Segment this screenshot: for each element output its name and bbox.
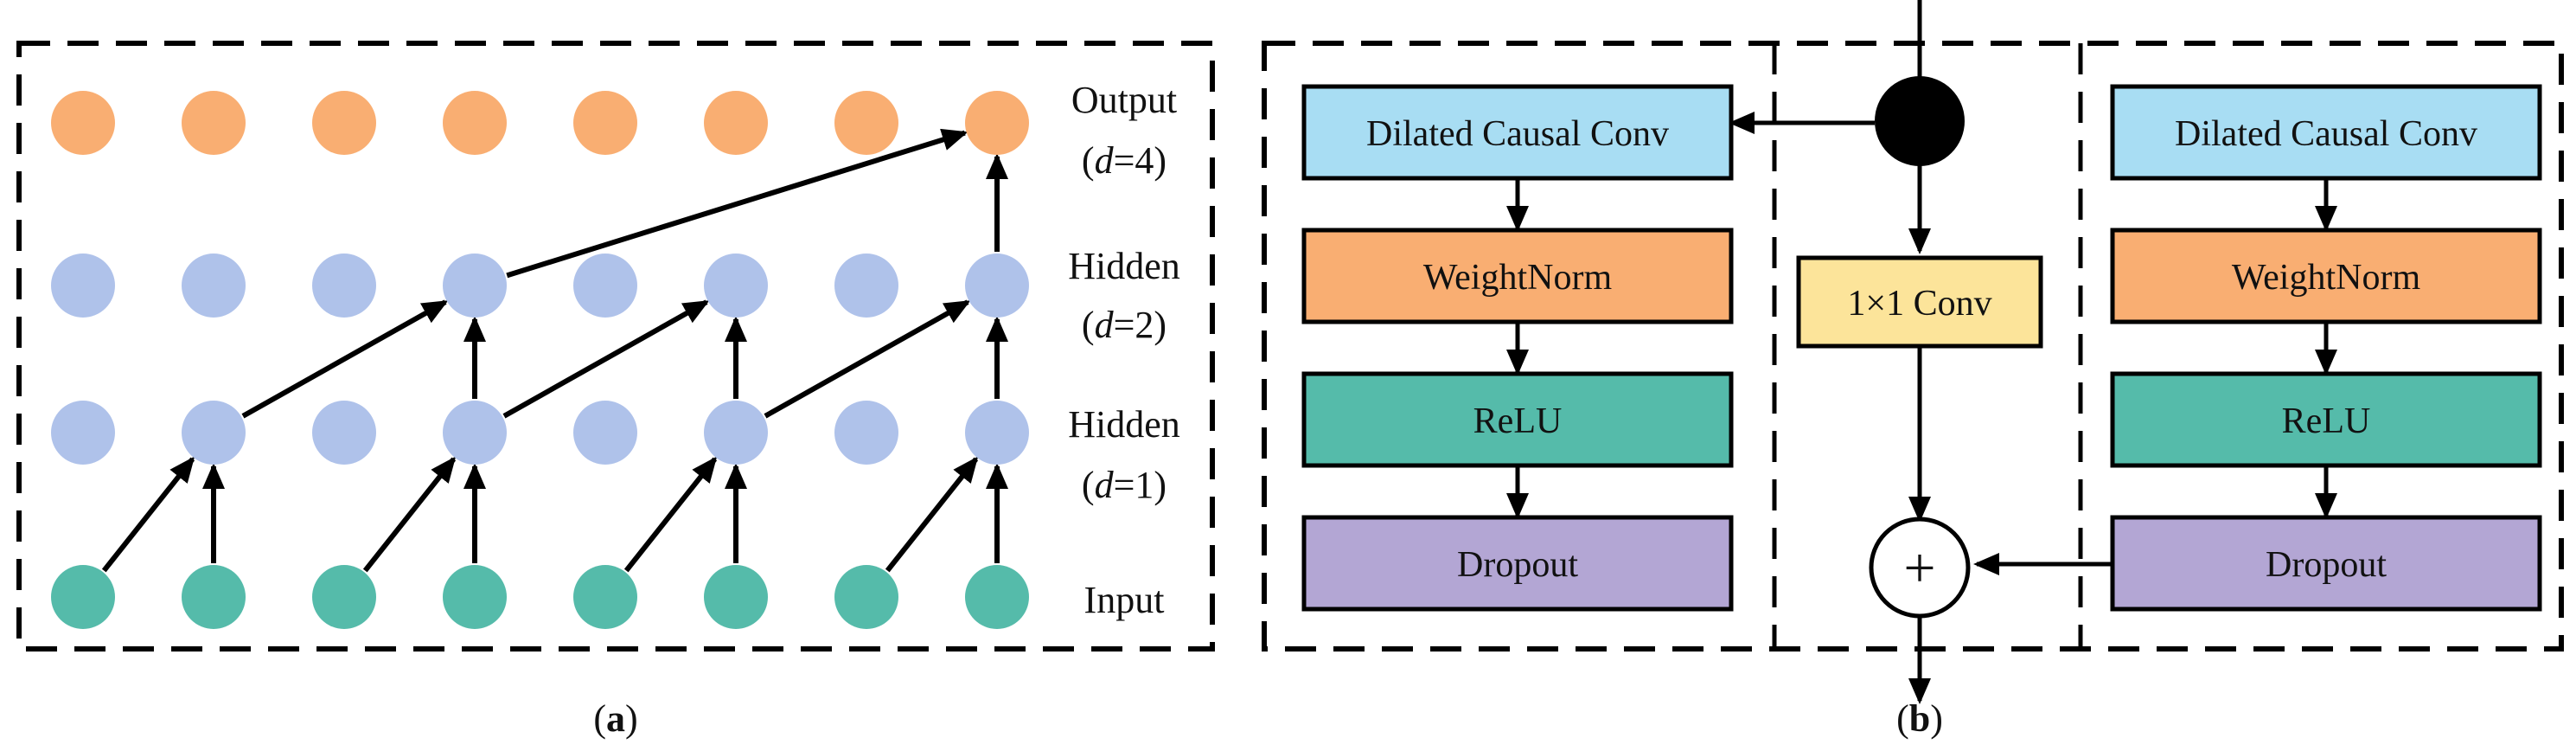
sum-symbol: + bbox=[1903, 536, 1935, 600]
dilation-symbol: d bbox=[1095, 464, 1115, 506]
panel-b-caption: (b) bbox=[1896, 697, 1943, 740]
dilation-value: =1 bbox=[1114, 464, 1154, 506]
input-node-4 bbox=[443, 565, 507, 629]
branch-node bbox=[1875, 76, 1965, 166]
output-node-1 bbox=[51, 91, 115, 155]
dilation-value: =4 bbox=[1114, 139, 1154, 182]
arrow-input-7-to-hidden1-8 bbox=[885, 456, 979, 573]
input-node-1 bbox=[51, 565, 115, 629]
arrow-input-1-to-hidden1-2 bbox=[101, 456, 195, 573]
right-relu-label: ReLU bbox=[2282, 401, 2371, 441]
paren-close: ) bbox=[1154, 464, 1167, 506]
left-relu-label: ReLU bbox=[1473, 401, 1563, 441]
left-weightnorm-label: WeightNorm bbox=[1423, 258, 1613, 298]
input-label: Input bbox=[1084, 579, 1165, 621]
input-node-6 bbox=[704, 565, 768, 629]
hidden2-label: Hidden bbox=[1068, 245, 1180, 287]
panel-b-frame bbox=[1262, 41, 2564, 652]
hidden2-node-4 bbox=[443, 254, 507, 318]
left-dropout-box bbox=[1301, 515, 1734, 612]
paren-close: ) bbox=[1154, 304, 1167, 346]
dilation-symbol: d bbox=[1095, 304, 1115, 346]
skip-conv-box bbox=[1796, 255, 2043, 349]
output-dilation-label: (d=4) bbox=[1082, 139, 1167, 182]
hidden1-label: Hidden bbox=[1068, 403, 1180, 446]
input-node-5 bbox=[573, 565, 637, 629]
hidden1-node-2 bbox=[182, 401, 246, 465]
right-dilated-causal-conv-box bbox=[2110, 84, 2542, 181]
right-relu-box bbox=[2110, 371, 2542, 468]
output-node-4 bbox=[443, 91, 507, 155]
left-dropout-label: Dropout bbox=[1457, 545, 1578, 585]
arrow-hidden1-6-to-hidden2-8 bbox=[764, 299, 971, 419]
input-node-3 bbox=[312, 565, 376, 629]
hidden2-node-7 bbox=[834, 254, 898, 318]
panel-b-caption-letter: b bbox=[1909, 697, 1930, 740]
paren-open: ( bbox=[1082, 304, 1095, 346]
panel-a-frame bbox=[16, 41, 1215, 652]
paren-close: ) bbox=[1154, 139, 1167, 182]
hidden2-node-5 bbox=[573, 254, 637, 318]
output-node-3 bbox=[312, 91, 376, 155]
hidden1-node-3 bbox=[312, 401, 376, 465]
input-node-7 bbox=[834, 565, 898, 629]
arrow-hidden2-4-to-output-8 bbox=[506, 128, 968, 279]
hidden2-node-3 bbox=[312, 254, 376, 318]
hidden1-dilation-label: (d=1) bbox=[1082, 464, 1167, 506]
hidden1-node-1 bbox=[51, 401, 115, 465]
dilation-value: =2 bbox=[1114, 304, 1154, 346]
hidden2-node-2 bbox=[182, 254, 246, 318]
panel-a-connections bbox=[101, 128, 1008, 573]
hidden1-node-6 bbox=[704, 401, 768, 465]
hidden2-dilation-label: (d=2) bbox=[1082, 304, 1167, 346]
right-weightnorm-label: WeightNorm bbox=[2232, 258, 2421, 298]
output-node-8 bbox=[965, 91, 1029, 155]
hidden2-node-8 bbox=[965, 254, 1029, 318]
hidden2-node-1 bbox=[51, 254, 115, 318]
dilation-symbol: d bbox=[1095, 139, 1115, 182]
output-node-2 bbox=[182, 91, 246, 155]
sum-node bbox=[1869, 517, 1971, 619]
input-node-2 bbox=[182, 565, 246, 629]
arrow-hidden1-4-to-hidden2-6 bbox=[502, 299, 710, 419]
left-dilated-causal-conv-label: Dilated Causal Conv bbox=[1366, 114, 1669, 154]
hidden1-node-4 bbox=[443, 401, 507, 465]
right-dropout-box bbox=[2110, 515, 2542, 612]
hidden2-node-6 bbox=[704, 254, 768, 318]
paren-open: ( bbox=[1082, 139, 1095, 182]
hidden1-node-5 bbox=[573, 401, 637, 465]
output-label: Output bbox=[1071, 79, 1177, 121]
output-node-5 bbox=[573, 91, 637, 155]
arrow-input-5-to-hidden1-6 bbox=[623, 456, 718, 573]
right-dropout-label: Dropout bbox=[2266, 545, 2387, 585]
arrow-hidden1-2-to-hidden2-4 bbox=[241, 299, 449, 419]
output-node-7 bbox=[834, 91, 898, 155]
left-weightnorm-box bbox=[1301, 228, 1734, 324]
panel-a: Output (d=4) Hidden (d=2) Hidden (d=1) I… bbox=[16, 41, 1215, 740]
skip-conv-label: 1×1 Conv bbox=[1847, 284, 1991, 324]
right-dilated-causal-conv-label: Dilated Causal Conv bbox=[2175, 114, 2477, 154]
left-relu-box bbox=[1301, 371, 1734, 468]
hidden1-node-7 bbox=[834, 401, 898, 465]
panel-a-caption-letter: a bbox=[606, 697, 625, 740]
panel-a-caption: (a) bbox=[593, 697, 637, 740]
panel-b: 1×1 Conv + Dilated Causal ConvWeightNorm… bbox=[1262, 0, 2564, 740]
panel-a-nodes bbox=[51, 91, 1029, 629]
hidden1-node-8 bbox=[965, 401, 1029, 465]
paren-open: ( bbox=[1082, 464, 1095, 506]
arrow-input-3-to-hidden1-4 bbox=[362, 456, 457, 573]
output-node-6 bbox=[704, 91, 768, 155]
input-node-8 bbox=[965, 565, 1029, 629]
